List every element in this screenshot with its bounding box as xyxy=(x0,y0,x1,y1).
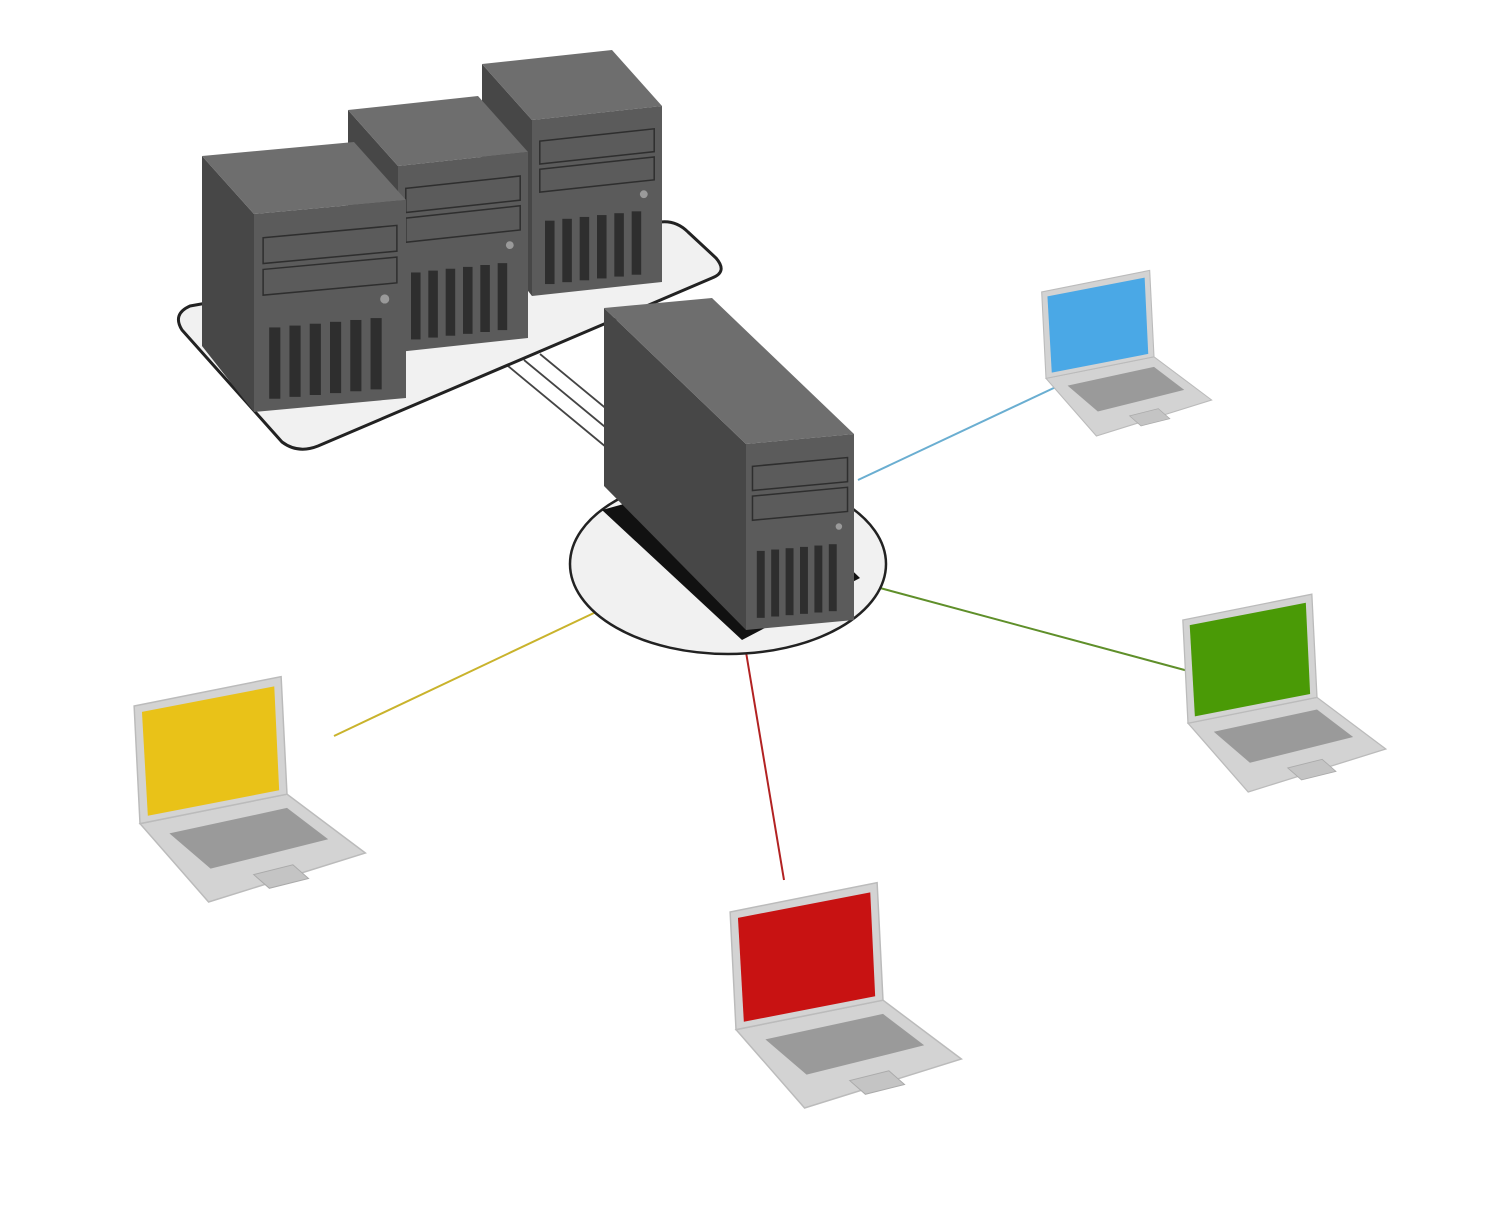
drive-bay xyxy=(751,486,849,522)
power-button-icon xyxy=(835,523,843,530)
laptop-touchpad xyxy=(1286,758,1337,781)
laptop-icon xyxy=(1182,593,1388,793)
central-server xyxy=(602,298,860,640)
server-side-face xyxy=(604,308,746,630)
server-top-face xyxy=(604,298,854,444)
vent-slot xyxy=(579,216,590,281)
vent-slot xyxy=(785,548,794,616)
vent-slot xyxy=(828,544,837,612)
cable-to-yellow-laptop xyxy=(333,611,597,737)
vent-slot xyxy=(814,545,823,613)
vent-slot xyxy=(330,321,342,394)
server-side-face xyxy=(202,156,254,412)
server-top-face xyxy=(482,50,662,120)
cable-to-blue-laptop xyxy=(857,385,1059,481)
vent-slot xyxy=(800,546,808,614)
vent-slot xyxy=(350,319,362,392)
power-button-icon xyxy=(380,294,390,304)
vent-slot xyxy=(497,263,508,331)
drive-bay xyxy=(262,256,398,297)
vent-slot xyxy=(771,549,780,617)
cluster-servers xyxy=(202,50,662,412)
laptop-screen xyxy=(141,686,280,816)
laptop-keyboard-icon xyxy=(169,807,329,869)
laptop-keyboard-icon xyxy=(765,1013,925,1075)
vent-slot xyxy=(597,215,607,279)
server-top-face xyxy=(202,142,406,214)
power-button-icon xyxy=(639,190,648,199)
laptop-touchpad xyxy=(848,1070,906,1095)
drive-bay xyxy=(539,127,655,165)
cable-to-green-laptop xyxy=(879,587,1193,673)
vent-slot xyxy=(309,323,321,395)
power-button-icon xyxy=(505,241,514,250)
trunk-cables xyxy=(507,353,621,453)
central-server-group xyxy=(568,298,888,656)
drive-bay xyxy=(751,456,849,492)
laptop-screen xyxy=(1189,602,1311,717)
server-top-face xyxy=(348,96,528,166)
server-cluster xyxy=(176,50,723,451)
trunk-cable xyxy=(507,365,613,453)
drive-bay xyxy=(539,156,655,193)
server-tower-icon xyxy=(604,298,854,630)
vent-slot xyxy=(411,272,421,340)
laptop-icon xyxy=(133,675,367,903)
laptop-icon xyxy=(729,881,963,1109)
laptop-screen xyxy=(737,892,876,1022)
laptop-icon xyxy=(1041,269,1213,437)
vent-slot xyxy=(631,211,642,275)
vent-slot xyxy=(756,550,765,618)
laptop-touchpad xyxy=(252,864,310,889)
server-tower-icon xyxy=(202,142,406,412)
vent-slot xyxy=(614,213,624,277)
vent-slot xyxy=(445,268,456,336)
vent-slot xyxy=(545,220,555,285)
cables xyxy=(333,385,1193,881)
laptop-touchpad xyxy=(1128,408,1171,427)
vent-slot xyxy=(269,327,281,399)
vent-slot xyxy=(428,270,438,338)
vent-slot xyxy=(480,265,490,332)
vent-slot xyxy=(370,318,382,390)
laptop-screen xyxy=(1047,277,1149,373)
drive-bay xyxy=(262,224,398,265)
laptop-keyboard-icon xyxy=(1067,366,1185,412)
trunk-cable xyxy=(523,359,617,437)
cable-to-red-laptop xyxy=(745,651,785,881)
vent-slot xyxy=(289,325,301,397)
vent-slot xyxy=(562,218,572,283)
laptop-keyboard-icon xyxy=(1213,709,1354,763)
laptops xyxy=(133,269,1388,1109)
vent-slot xyxy=(463,266,473,334)
